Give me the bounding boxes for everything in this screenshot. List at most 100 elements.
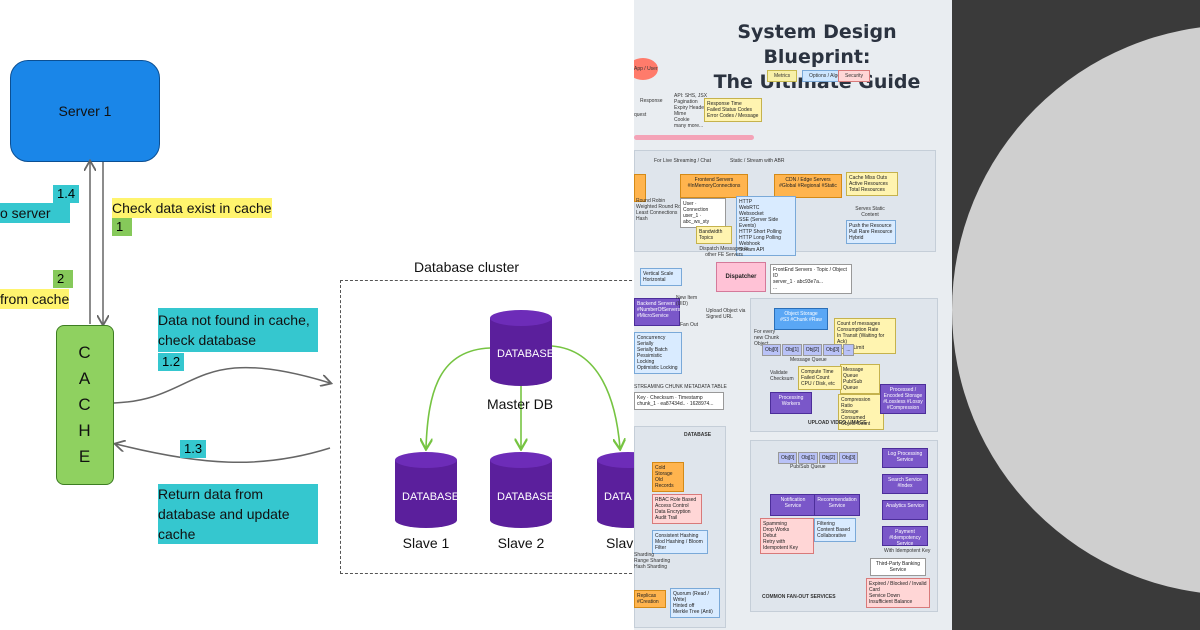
list-item: Range Sharding [634,558,671,564]
poster-title: System Design Blueprint: The Ultimate Gu… [692,20,942,95]
system-design-poster: System Design Blueprint: The Ultimate Gu… [634,0,952,630]
new-item-label: New Item (UID) [676,295,698,307]
object-storage-box: Object Storage #S3 #Chunk #Raw [774,308,828,330]
upload-object-label: Upload Object via Signed URL [706,308,746,320]
queue-item: Obj[2] [818,452,839,464]
list-item: Stream API [739,247,765,253]
server-label: Server 1 [58,103,112,119]
box-subtitle: #Lossless #Lossy #Compression [883,399,923,411]
cluster-title: Database cluster [414,259,520,275]
box-title: Search Service #Index [888,477,922,489]
list-item: Spamming [763,521,787,527]
list-item: Hinted off [673,603,695,609]
compute-box: Compute Time Failed Count CPU / Disk, et… [798,366,842,390]
slave3-label: Slav [606,535,634,551]
table-row: User · Connection [683,201,709,213]
list-item: Audit Trail [655,515,678,521]
box-subtitle: #InMemoryConnections [687,183,741,189]
list-item: Filtering [817,521,835,527]
diagram-arrows [0,0,634,464]
box-title: Dispatcher [725,274,757,280]
legend-pill-metrics: Metrics [767,70,798,82]
legend-pill-security: Security [838,70,871,82]
list-item: CPU / Disk, etc [801,381,835,387]
list-item: HTTP [739,199,753,205]
cache-letter: A [78,369,92,388]
from-cache-note: from cache [0,289,70,309]
table-cell: Topic / Object ID [773,267,847,279]
list-item: Response Time [707,101,742,107]
list-item: Cache Miss Outs [849,175,888,181]
table-cell: user_1 [683,213,699,219]
list-item: Push the Resource [849,223,892,229]
list-item: Storage Consumed [841,409,866,421]
bandwidth-box: Bandwidth Topics [696,226,732,244]
list-item: HTTP Long Polling [739,235,781,241]
list-item: HTTP Short Polling [739,229,782,235]
box-title: Payment #Idempotency Service [889,529,921,547]
list-item: Serially Batch [637,347,668,353]
database-icon [490,310,552,386]
list-item: Message Queue [843,367,864,379]
list-item: Sharding [634,552,655,558]
list-item: Pagination [674,99,698,105]
idempotent-label: With Idempotent Key [884,548,931,554]
cdn-metrics-box: Cache Miss Outs Active Resources Total R… [846,172,898,196]
poster-title-line: System Design Blueprint: [737,21,897,68]
list-item: Collaborative [817,533,847,539]
live-streaming-label: For Live Streaming / Chat [654,158,711,164]
upload-section-title: UPLOAD VIDEO / IMAGE [808,420,867,426]
fan-out-label: Fan Out [680,322,699,328]
list-item: Insufficient Balance [869,599,913,605]
list-item: Drop Works [763,527,790,533]
database-icon [395,452,457,528]
table-cell: Key [637,395,646,401]
notification-options-box: Spamming Drop Works Debut Retry with Ide… [760,518,814,554]
processing-workers-box: Processing Workers [770,392,812,414]
table-cell: ... [773,285,778,291]
list-item: Debut [763,533,777,539]
list-item: Active Resources [849,181,888,187]
list-item: Hybrid [849,235,864,241]
list-item: Content Based [817,527,851,533]
box-title: Notification Service [780,497,806,509]
table-cell: ea87434d.. [660,401,686,407]
cache-letter: H [78,421,92,440]
list-item: Expiry Headers [674,105,709,111]
db-text: DATABASE [497,348,555,360]
notification-service-box: Notification Service [770,494,816,516]
database-section-title: DATABASE [684,432,712,438]
search-service-box: Search Service #Index [882,474,928,494]
queue-item: Obj[3] [839,452,859,464]
box-subtitle: #Global #Regional #Static [779,183,837,189]
pubsub-queue: Obj[0] Obj[1] Obj[2] Obj[3] [778,452,859,464]
box-title: Processing Workers [778,395,804,407]
queue-item: Obj[1] [798,452,818,464]
queue-item: Obj[2] [802,344,823,356]
list-item: Hash [636,216,648,222]
server-node: Server 1 [10,60,160,162]
fanout-section-title: COMMON FAN-OUT SERVICES [762,594,836,600]
list-item: WebRTC [739,205,760,211]
analytics-service-box: Analytics Service [882,500,928,520]
table-row: chunk_1 · ea87434d.. · 1628974... [637,401,714,407]
pubsub-label: Pub/Sub Queue [790,464,826,470]
list-item: Merkle Tree (Anti) [673,609,713,615]
table-row: ... [773,285,849,291]
third-party-box: Third-Party Banking Service [870,558,926,576]
dispatcher-box: Dispatcher [716,262,766,292]
list-item: Optimistic Locking [637,365,678,371]
cold-storage-box: Cold Storage Old Records [652,462,684,492]
message-queue: Obj[0] Obj[1] Obj[2] Obj[3] ... [762,344,854,356]
list-item: Topics [699,235,714,241]
replication-arrow-slave1 [426,347,491,448]
queue-item: Obj[3] [823,344,843,356]
database-icon [597,452,634,528]
list-item: Serially [637,341,654,347]
step-1-3-badge: 1.3 [180,440,207,458]
list-item: Webhook [739,241,761,247]
bank-errors-box: Expired / Blocked / Invalid Card Service… [866,578,930,608]
box-title: Third-Party Banking Service [875,561,921,573]
static-options-box: Push the Resource Pull Rare Resource Hyb… [846,220,896,244]
box-title: Replicas #Creation [637,593,659,605]
